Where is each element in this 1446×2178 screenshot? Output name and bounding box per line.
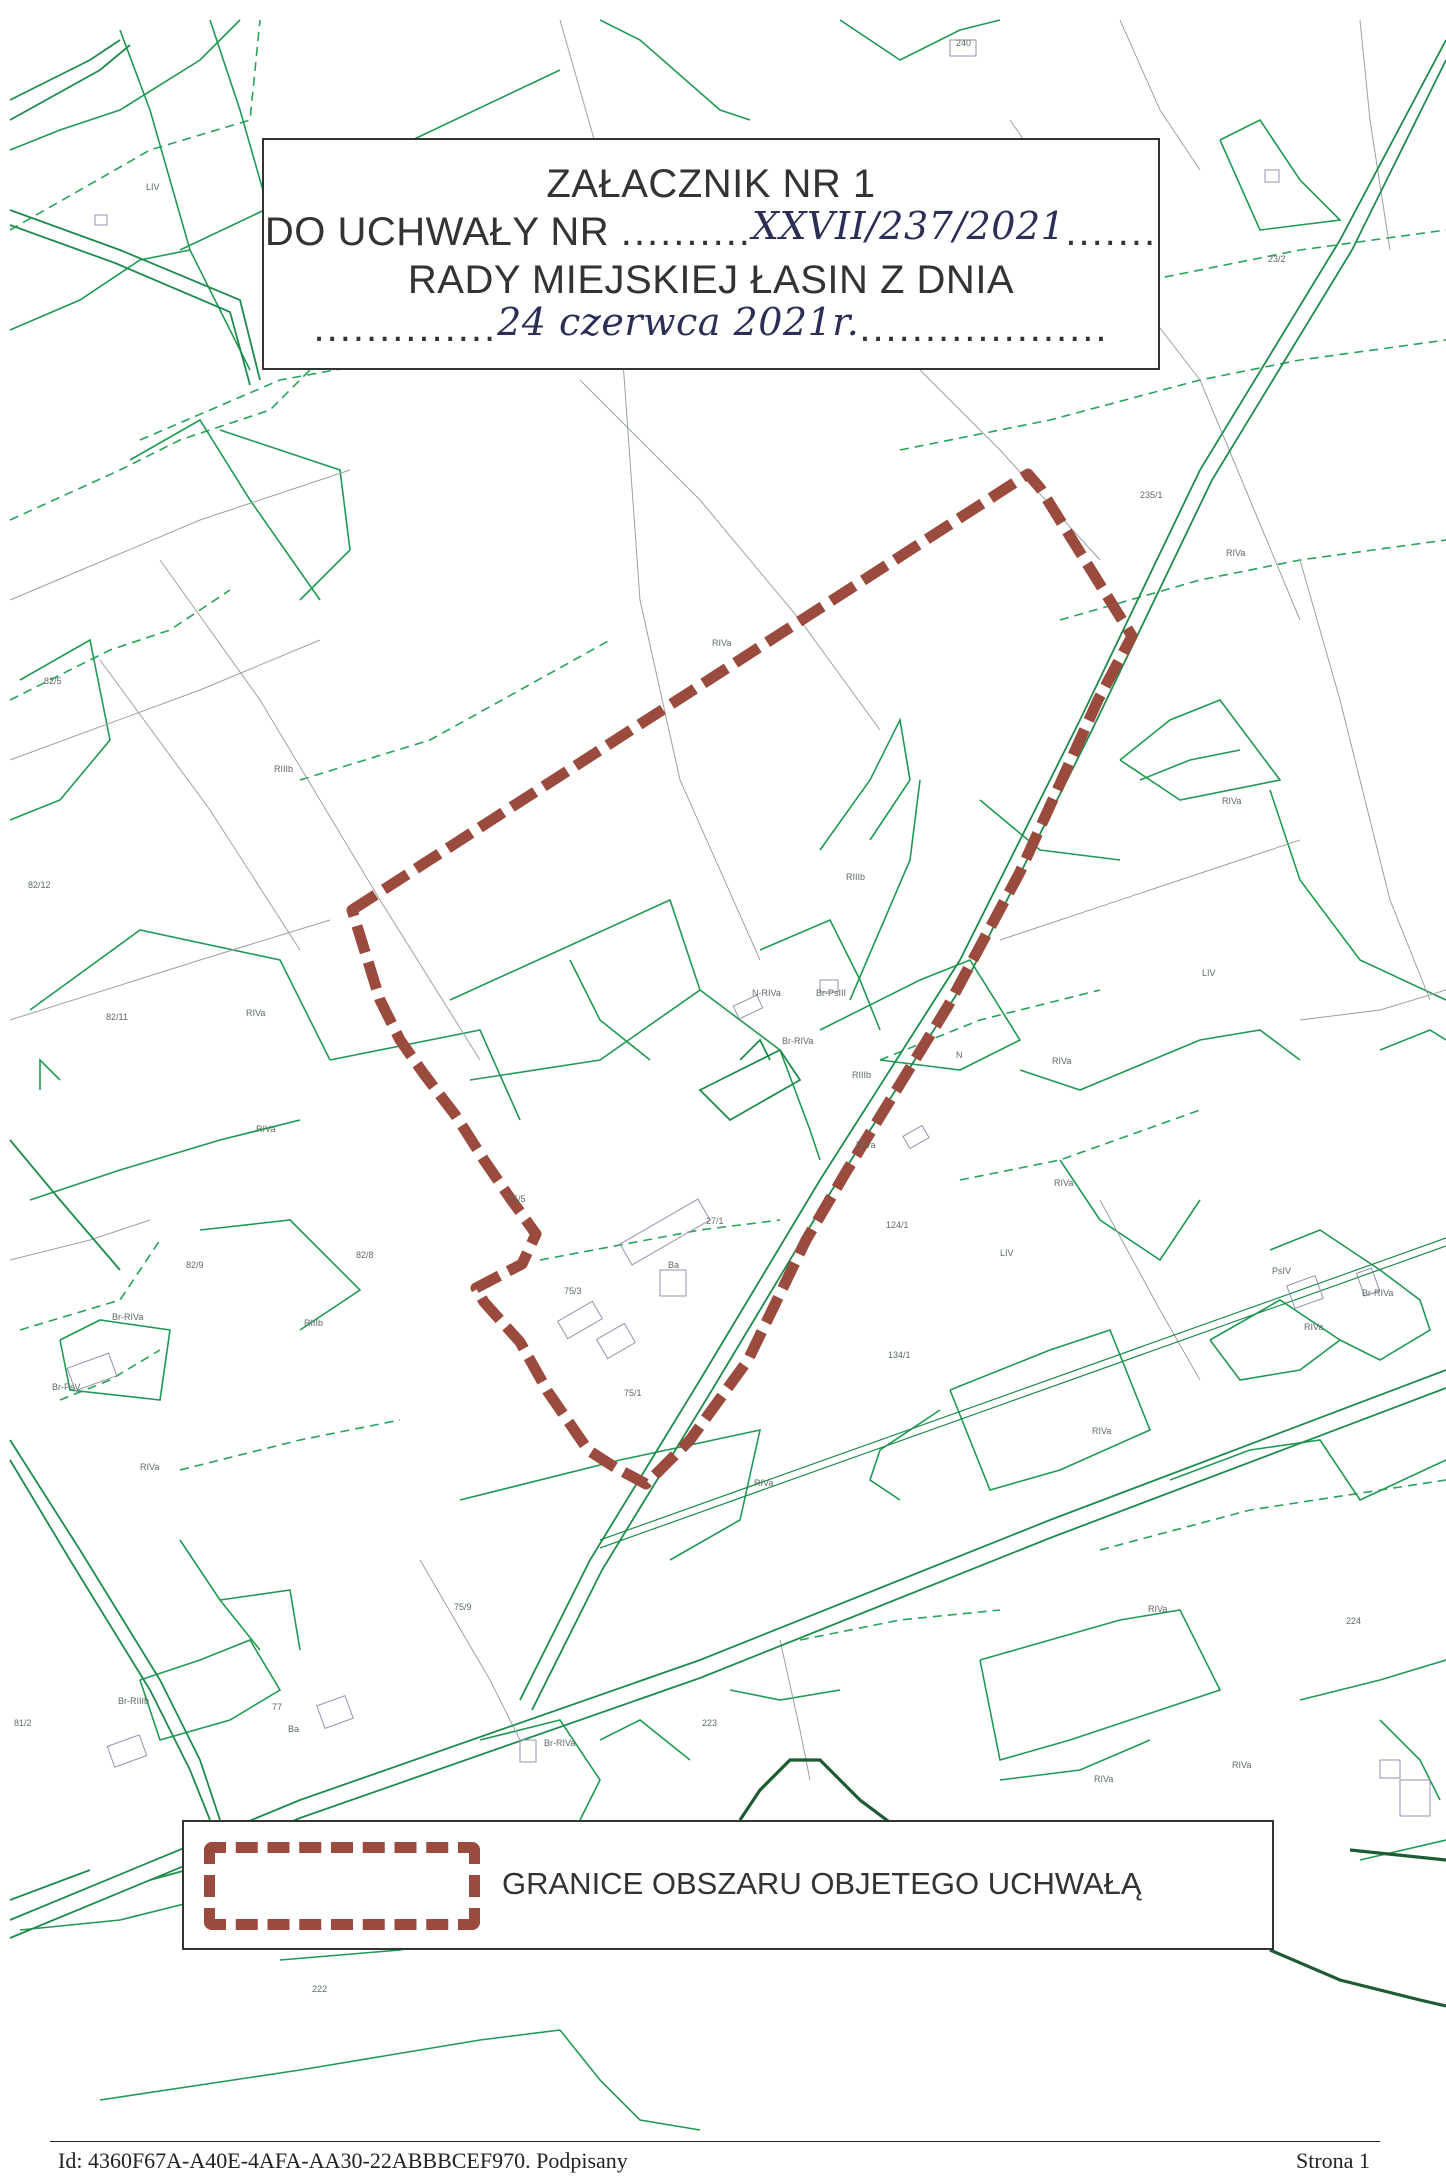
footer-divider xyxy=(50,2141,1380,2142)
parcel-label: 81/2 xyxy=(14,1718,32,1728)
parcel-label: 124/1 xyxy=(886,1220,909,1230)
land-class-label: RIVa xyxy=(1094,1774,1113,1784)
buildings xyxy=(66,39,1431,1817)
land-class-label: RIIIb xyxy=(274,764,293,774)
legend-box: GRANICE OBSZARU OBJETEGO UCHWAŁĄ xyxy=(182,1820,1274,1950)
legend-label: GRANICE OBSZARU OBJETEGO UCHWAŁĄ xyxy=(502,1866,1142,1901)
land-class-label: LIV xyxy=(146,182,160,192)
parcel-label: 82/5 xyxy=(44,676,62,686)
title-line-4: ..............24 czerwca 2021r..........… xyxy=(264,300,1158,352)
land-class-label: RIVa xyxy=(256,1124,275,1134)
parcel-label: 222 xyxy=(312,1984,327,1994)
parcel-label: 240 xyxy=(956,38,971,48)
parcel-label: 75/9 xyxy=(454,1602,472,1612)
parcel-boundaries xyxy=(9,19,1446,2131)
land-class-label: RIVa xyxy=(1304,1322,1323,1332)
title-dots: ................... xyxy=(859,306,1109,350)
land-class-label: RIVa xyxy=(856,1140,875,1150)
land-class-label: RIIIb xyxy=(304,1318,323,1328)
land-class-label: RIVa xyxy=(712,638,731,648)
title-line-3: RADY MIEJSKIEJ ŁASIN Z DNIA xyxy=(407,258,1015,302)
land-class-label: Br-RIVa xyxy=(544,1738,575,1748)
land-class-label: LIV xyxy=(1000,1248,1014,1258)
land-class-label: Br-RIVa xyxy=(782,1036,813,1046)
title-box: ZAŁACZNIK NR 1 DO UCHWAŁY NR ..........X… xyxy=(262,138,1160,370)
track-line xyxy=(599,1237,1446,1549)
land-class-label: RIVa xyxy=(1226,548,1245,558)
land-class-label: RIVa xyxy=(1054,1178,1073,1188)
land-class-label: N-RIVa xyxy=(752,988,781,998)
title-dots: .......... xyxy=(620,210,752,254)
legend-boundary-swatch xyxy=(204,1842,480,1930)
land-class-label: RIVa xyxy=(246,1008,265,1018)
area-boundary xyxy=(346,468,1138,1490)
land-class-label: RIVa xyxy=(1092,1426,1111,1436)
parcel-label: 82/9 xyxy=(186,1260,204,1270)
title-line-2: DO UCHWAŁY NR ..........XXVII/237/2021..… xyxy=(264,204,1158,256)
parcel-label: 82/11 xyxy=(106,1012,128,1022)
handwritten-date: 24 czerwca 2021r. xyxy=(497,300,860,344)
parcel-label: 134/1 xyxy=(888,1350,911,1360)
land-class-label: Br-PsIII xyxy=(816,988,846,998)
parcel-label: 82/8 xyxy=(356,1250,374,1260)
footer-page-number: Strona 1 xyxy=(1296,2148,1370,2173)
title-dots: .............. xyxy=(313,306,498,350)
land-class-label: N xyxy=(956,1050,963,1060)
parcel-label: 224 xyxy=(1346,1616,1361,1626)
handwritten-resolution-number: XXVII/237/2021 xyxy=(751,204,1066,248)
land-class-label: RIIIb xyxy=(852,1070,871,1080)
land-class-label: Ba xyxy=(668,1260,679,1270)
land-class-label: PsIV xyxy=(1272,1266,1291,1276)
footer-document-id: Id: 4360F67A-A40E-4AFA-AA30-22ABBBCEF970… xyxy=(58,2148,628,2173)
land-class-label: Br-RIVa xyxy=(112,1312,143,1322)
parcel-label: 27/1 xyxy=(706,1216,724,1226)
land-class-label: RIVa xyxy=(754,1478,773,1488)
parcel-label: 77 xyxy=(272,1702,282,1712)
land-class-labels: RIVa RIVa RIVa RIVa RIIIb LIV LIV LIV RI… xyxy=(52,182,1393,1784)
land-class-label: Ba xyxy=(288,1724,299,1734)
land-class-label: RIVa xyxy=(140,1462,159,1472)
title-line-1: ZAŁACZNIK NR 1 xyxy=(546,162,876,206)
parcel-label: 75/5 xyxy=(508,1194,526,1204)
land-class-label: Br-PsV xyxy=(52,1382,81,1392)
land-class-label: RIVa xyxy=(1052,1056,1071,1066)
land-class-label: Br-RIIIb xyxy=(118,1696,149,1706)
land-class-label: RIVa xyxy=(1222,796,1241,806)
parcel-label: 23/2 xyxy=(1268,254,1286,264)
land-class-label: LIV xyxy=(1202,968,1216,978)
parcel-label: 75/3 xyxy=(564,1286,582,1296)
land-class-label: RIIIb xyxy=(846,872,865,882)
parcel-label: 75/1 xyxy=(624,1388,642,1398)
parcel-label: 235/1 xyxy=(1140,490,1163,500)
land-class-label: Br-RIVa xyxy=(1362,1288,1393,1298)
gray-parcel-lines xyxy=(9,19,1446,1781)
parcel-label: 82/12 xyxy=(28,880,51,890)
title-line-2-prefix: DO UCHWAŁY NR xyxy=(264,210,621,254)
land-class-label: RIVa xyxy=(1232,1760,1251,1770)
parcel-labels: 240 23/2 235/1 82/5 82/12 82/11 82/9 82/… xyxy=(14,38,1361,1994)
parcel-label: 223 xyxy=(702,1718,717,1728)
land-class-label: RIVa xyxy=(1148,1604,1167,1614)
title-dots: ....... xyxy=(1065,210,1158,254)
